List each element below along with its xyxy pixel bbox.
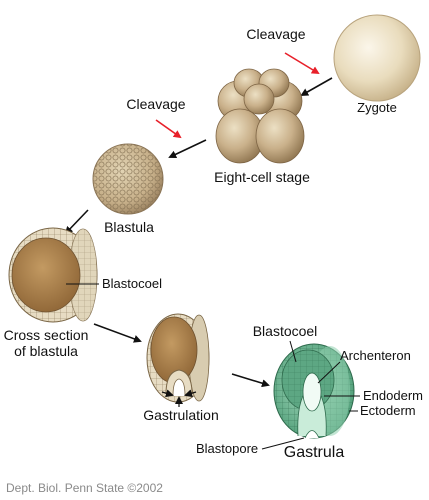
arrow-gastrulation-to-gastrula xyxy=(231,373,270,388)
credit-text: Dept. Biol. Penn State ©2002 xyxy=(6,481,163,495)
eight-cell-label: Eight-cell stage xyxy=(214,169,310,185)
blastopore-pointer xyxy=(261,437,305,450)
cross-section-label-line2: of blastula xyxy=(14,343,78,359)
archenteron-label: Archenteron xyxy=(340,348,411,363)
invagination-arrow-left xyxy=(161,389,174,398)
blastocoel-label-2: Blastocoel xyxy=(253,323,318,339)
eight-cell-illustration xyxy=(215,68,305,164)
blastula-illustration xyxy=(92,143,164,215)
zygote-illustration xyxy=(333,14,421,102)
arrow-blastula-to-cross-section xyxy=(64,209,89,235)
gastrula-illustration xyxy=(273,343,355,439)
gastrulation-label: Gastrulation xyxy=(143,407,218,423)
zygote-label: Zygote xyxy=(357,100,397,115)
gastrula-label: Gastrula xyxy=(284,444,345,461)
cleavage-label-mid: Cleavage xyxy=(126,96,185,112)
blastocoel-label-1: Blastocoel xyxy=(102,276,162,291)
endoderm-label: Endoderm xyxy=(363,388,423,403)
gastrulation-illustration xyxy=(146,313,210,403)
blastopore-label: Blastopore xyxy=(196,441,258,456)
blastula-label: Blastula xyxy=(104,219,154,235)
arrow-cross-section-to-gastrulation xyxy=(93,323,142,343)
cleavage-arrow-top xyxy=(284,52,320,75)
arrow-eight-cell-to-blastula xyxy=(168,139,207,159)
cross-section-blastula-illustration xyxy=(8,227,98,323)
archenteron-pointer xyxy=(317,361,341,384)
arrow-zygote-to-eight-cell xyxy=(300,77,333,96)
ectoderm-label: Ectoderm xyxy=(360,403,416,418)
invagination-arrow-right xyxy=(184,389,197,398)
cleavage-label-top: Cleavage xyxy=(246,26,305,42)
blastocoel-pointer-2 xyxy=(289,340,297,363)
cross-section-label-line1: Cross section xyxy=(4,327,89,343)
cleavage-arrow-mid xyxy=(155,119,182,139)
